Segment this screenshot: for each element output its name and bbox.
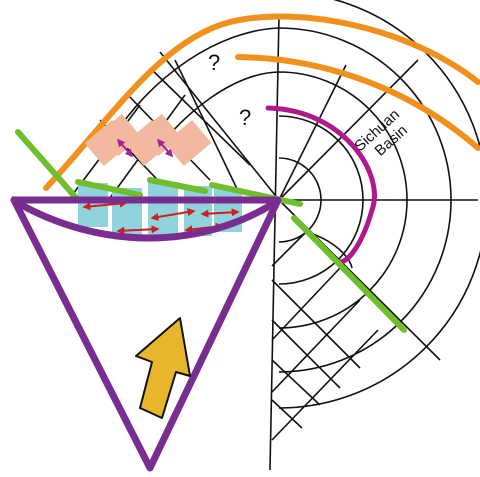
magenta-arc — [265, 105, 377, 265]
purple-indenter — [10, 196, 282, 472]
violet-arrows — [116, 138, 174, 158]
up-right-arrow-icon — [135, 317, 191, 419]
radial-upper-far — [278, 64, 347, 201]
orange-arcs — [43, 13, 480, 191]
green-fault-3 — [209, 182, 303, 207]
radial-upper-right — [278, 59, 419, 201]
lower-right-lattice — [271, 231, 379, 441]
radial-vertical — [269, 14, 280, 471]
green-fault-2 — [147, 177, 208, 194]
salmon-blocks — [84, 113, 212, 167]
indenter-triangle — [10, 196, 282, 472]
polar-grid — [107, 0, 480, 471]
orange-arc-inner — [235, 54, 480, 151]
green-fault-right — [291, 215, 407, 333]
orange-arc-outer — [43, 13, 480, 191]
grid-ring-5 — [278, 0, 480, 409]
green-fault-1 — [75, 179, 143, 198]
question-mark-upper: ? — [208, 50, 220, 75]
green-fault-left — [15, 129, 81, 203]
question-mark-lower: ? — [239, 105, 251, 130]
radial-upper-left — [159, 51, 280, 201]
grid-ring-3 — [148, 71, 408, 329]
green-faults — [15, 129, 407, 333]
indenter-curve — [14, 198, 278, 242]
